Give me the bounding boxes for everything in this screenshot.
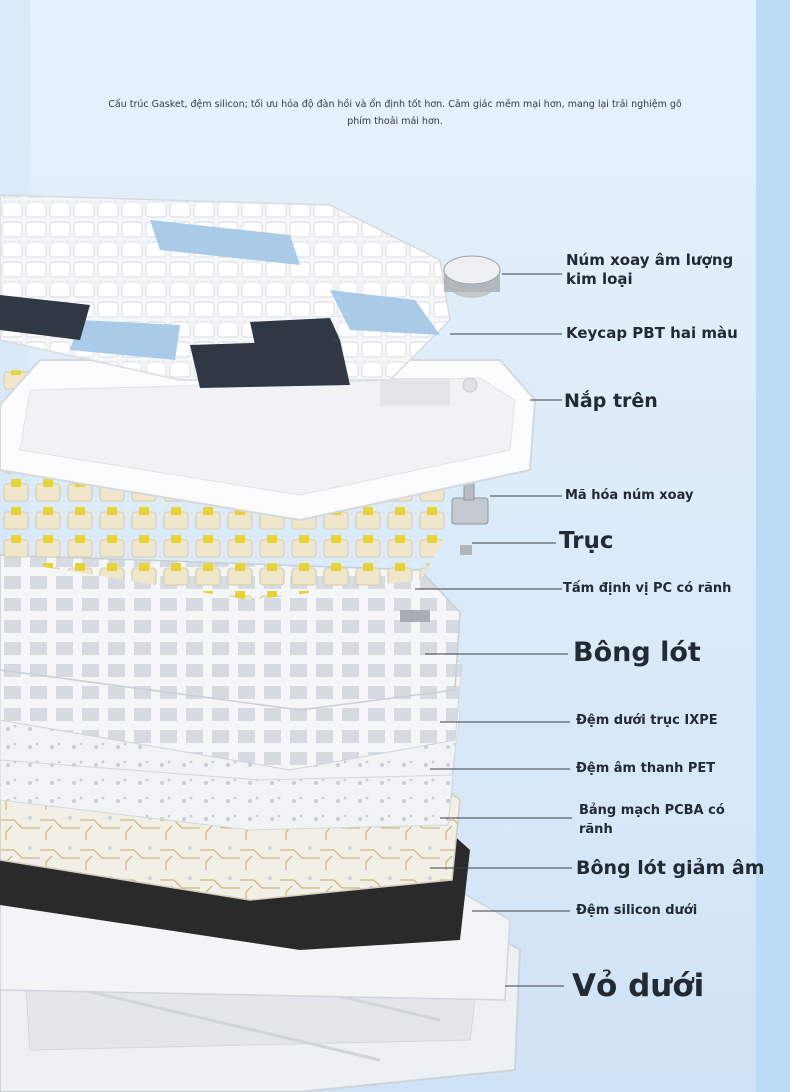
label-pcba: Bảng mạch PCBA có rãnh [579,803,725,837]
label-bottom-case: Vỏ dưới [572,968,705,1004]
leader-lines [415,273,572,987]
label-volume-knob: Núm xoay âm lượng kim loại [566,251,734,288]
volume-knob [443,255,501,298]
top-case-layer [0,359,537,522]
rotary-encoder [451,477,489,555]
label-silicone: Đệm silicon dưới [576,903,698,918]
label-encoder: Mã hóa núm xoay [565,488,694,503]
label-dampening: Bông lót giảm âm [576,857,765,879]
label-pet: Đệm âm thanh PET [576,761,716,776]
label-foam: Bông lót [573,637,701,668]
label-switch: Trục [559,528,614,554]
background-strip-right [756,0,790,1092]
label-ixpe: Đệm dưới trục IXPE [576,713,718,728]
label-top-case: Nắp trên [564,390,658,412]
intro-text: Cấu trúc Gasket, đệm silicon; tối ưu hóa… [108,99,682,127]
label-plate: Tấm định vị PC có rãnh [563,581,732,596]
label-keycap: Keycap PBT hai màu [566,324,738,342]
keycaps-layer [0,194,451,388]
